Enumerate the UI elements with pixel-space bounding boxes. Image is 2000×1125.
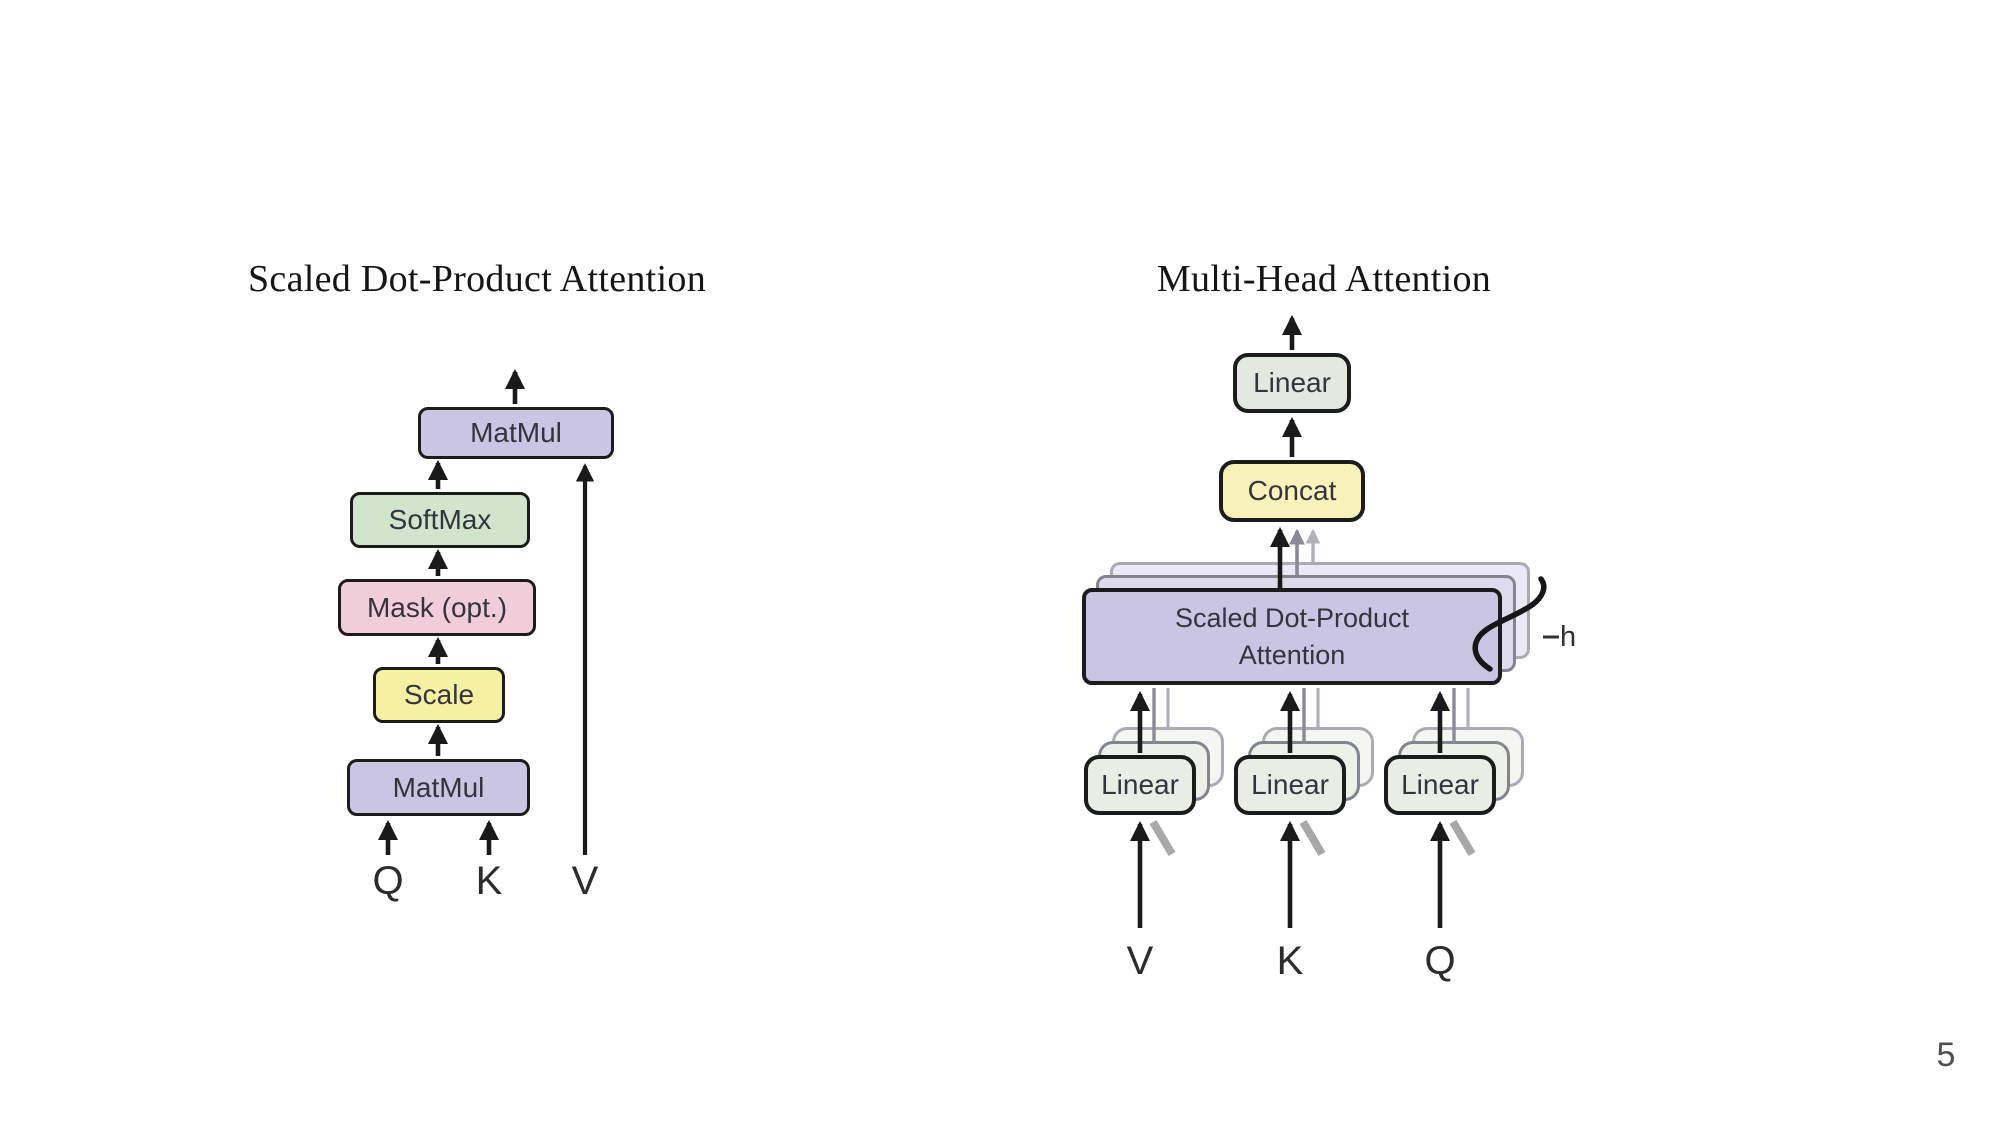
input-label-k: K bbox=[475, 859, 503, 903]
input-label-k: K bbox=[1276, 939, 1304, 983]
matmul-bottom-box: MatMul bbox=[347, 759, 530, 816]
linear-top-box: Linear bbox=[1233, 353, 1351, 413]
sdpa-label-line2: Attention bbox=[1238, 639, 1346, 670]
linear-q-box: Linear bbox=[1384, 755, 1496, 815]
softmax-box: SoftMax bbox=[350, 492, 530, 548]
page-number: 5 bbox=[1936, 1036, 1956, 1074]
linear-k-box: Linear bbox=[1234, 755, 1346, 815]
heads-count-label: h bbox=[1560, 621, 1577, 653]
input-label-q: Q bbox=[1424, 939, 1456, 983]
input-label-v: V bbox=[571, 859, 599, 903]
sdpa-box: Scaled Dot-Product Attention bbox=[1082, 588, 1502, 685]
linear-v-box: Linear bbox=[1084, 755, 1196, 815]
matmul-top-box: MatMul bbox=[418, 407, 614, 459]
sdpa-label-line1: Scaled Dot-Product bbox=[1174, 603, 1410, 634]
concat-box: Concat bbox=[1219, 460, 1365, 522]
scale-box: Scale bbox=[373, 667, 505, 723]
left-diagram-title: Scaled Dot-Product Attention bbox=[248, 258, 706, 300]
input-label-q: Q bbox=[372, 859, 404, 903]
right-diagram-title: Multi-Head Attention bbox=[1156, 258, 1492, 300]
mask-box: Mask (opt.) bbox=[338, 579, 536, 636]
input-label-v: V bbox=[1126, 939, 1154, 983]
